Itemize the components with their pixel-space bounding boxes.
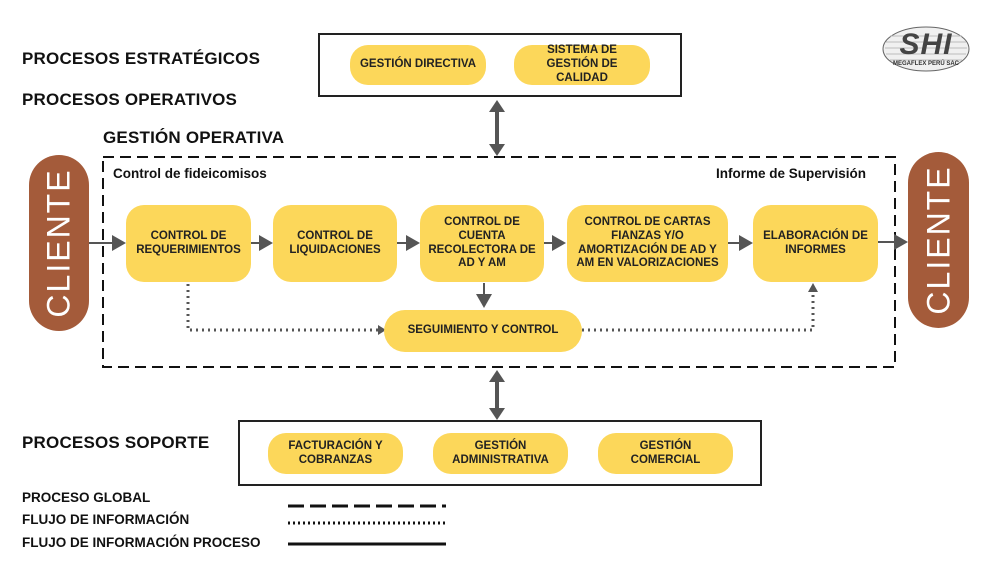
legend-info-flow-process: FLUJO DE INFORMACIÓN PROCESO bbox=[22, 535, 261, 550]
info-flow-right bbox=[582, 290, 815, 332]
logo-text: SHI bbox=[899, 28, 953, 61]
heading-operativos: PROCESOS OPERATIVOS bbox=[22, 90, 238, 109]
label-control-fideicomisos: Control de fideicomisos bbox=[113, 166, 267, 181]
global-process-frame bbox=[102, 156, 896, 368]
double-arrow-top bbox=[489, 100, 505, 156]
legend-info-flow: FLUJO DE INFORMACIÓN bbox=[22, 512, 190, 527]
step-control-liquidaciones[interactable]: CONTROL DE LIQUIDACIONES bbox=[273, 205, 397, 282]
strategic-processes-box: GESTIÓN DIRECTIVA SISTEMA DE GESTIÓN DE … bbox=[318, 33, 682, 97]
step-control-requerimientos[interactable]: CONTROL DE REQUERIMIENTOS bbox=[126, 205, 251, 282]
double-arrow-bottom bbox=[489, 370, 505, 420]
legend-global: PROCESO GLOBAL bbox=[22, 490, 151, 505]
step-control-cartas-fianzas[interactable]: CONTROL DE CARTAS FIANZAS Y/O AMORTIZACI… bbox=[567, 205, 728, 282]
pill-gestion-directiva[interactable]: GESTIÓN DIRECTIVA bbox=[350, 45, 486, 85]
client-right: CLIENTE bbox=[908, 152, 969, 328]
step-elaboracion-informes[interactable]: ELABORACIÓN DE INFORMES bbox=[753, 205, 878, 282]
pill-gestion-comercial[interactable]: GESTIÓN COMERCIAL bbox=[598, 433, 733, 474]
client-left: CLIENTE bbox=[29, 155, 89, 331]
heading-soporte: PROCESOS SOPORTE bbox=[22, 433, 210, 452]
support-processes-box: FACTURACIÓN Y COBRANZAS GESTIÓN ADMINIST… bbox=[238, 420, 762, 486]
pill-facturacion-cobranzas[interactable]: FACTURACIÓN Y COBRANZAS bbox=[268, 433, 403, 474]
heading-estrategicos: PROCESOS ESTRATÉGICOS bbox=[22, 49, 261, 68]
step-seguimiento-control[interactable]: SEGUIMIENTO Y CONTROL bbox=[384, 310, 582, 352]
client-left-label: CLIENTE bbox=[40, 168, 77, 318]
pill-gestion-administrativa[interactable]: GESTIÓN ADMINISTRATIVA bbox=[433, 433, 568, 474]
pill-sistema-gestion-calidad[interactable]: SISTEMA DE GESTIÓN DE CALIDAD bbox=[514, 44, 650, 85]
step-control-cuenta-recolectora[interactable]: CONTROL DE CUENTA RECOLECTORA DE AD Y AM bbox=[420, 205, 544, 282]
info-flow-left bbox=[186, 284, 380, 332]
label-informe-supervision: Informe de Supervisión bbox=[716, 166, 867, 181]
company-logo: SHI MEGAFLEX PERÚ SAC bbox=[882, 26, 970, 72]
heading-gestion-operativa: GESTIÓN OPERATIVA bbox=[103, 128, 285, 147]
logo-graphic bbox=[882, 26, 970, 72]
logo-subtext: MEGAFLEX PERÚ SAC bbox=[892, 61, 959, 67]
client-right-label: CLIENTE bbox=[920, 165, 956, 315]
